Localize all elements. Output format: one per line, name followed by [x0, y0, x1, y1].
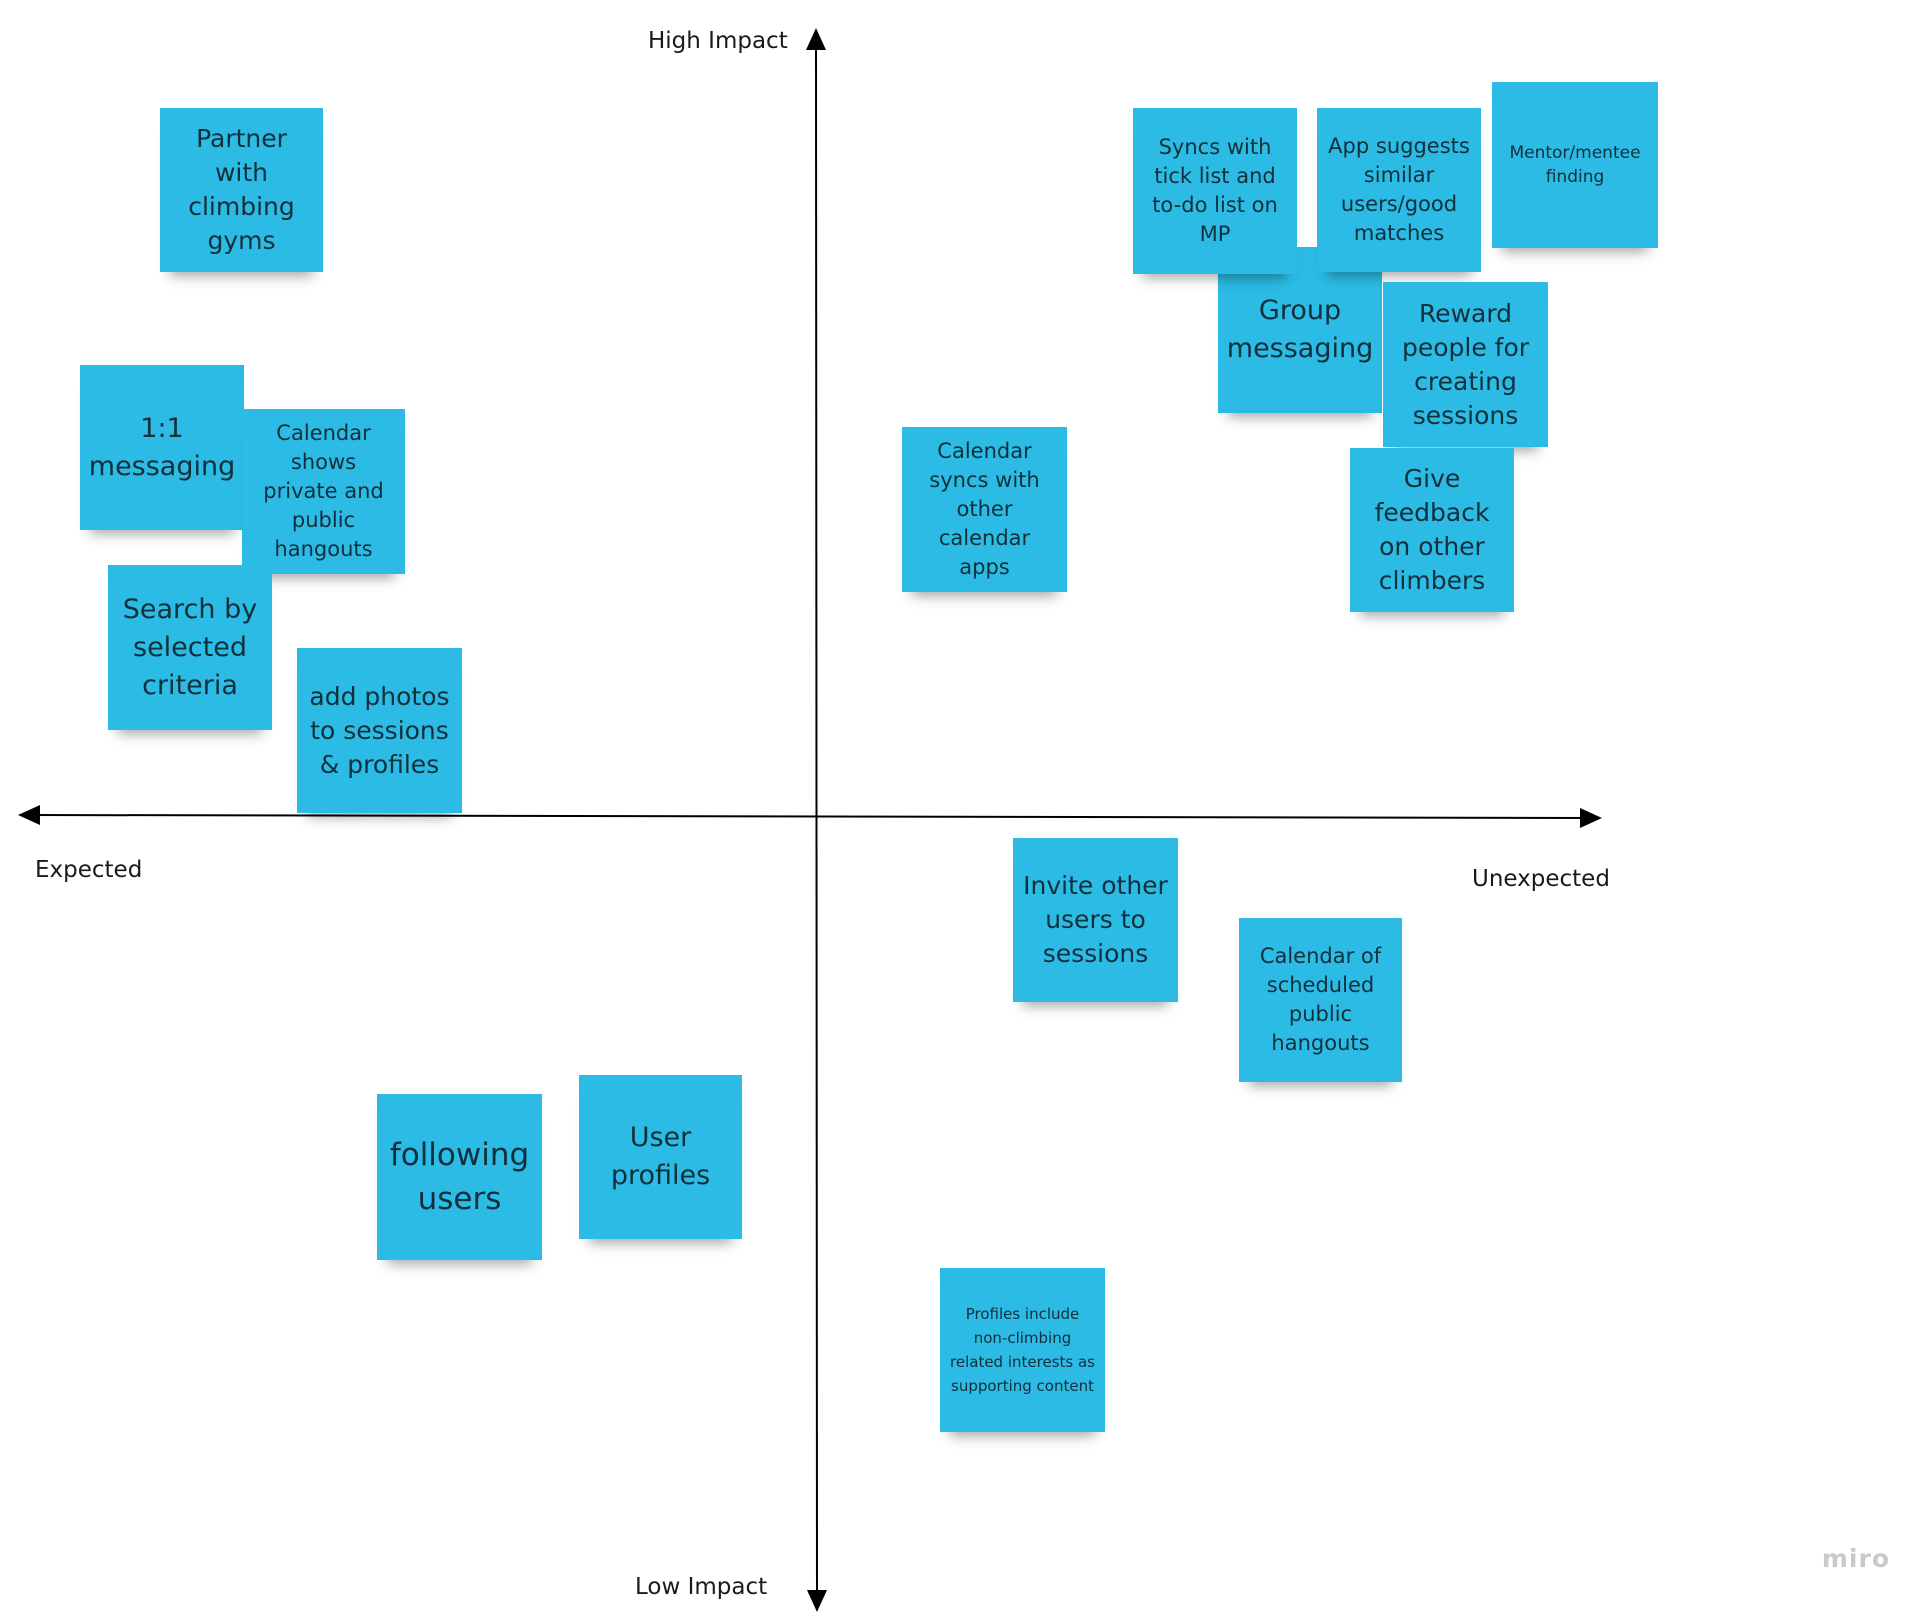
right-arrowhead [1580, 808, 1602, 828]
note-text: Syncs with tick list and to-do list on M… [1152, 135, 1278, 246]
note-text: Calendar syncs with other calendar apps [929, 439, 1040, 579]
axis-label-unexpected: Unexpected [1472, 866, 1610, 892]
note-text: App suggests similar users/good matches [1328, 134, 1470, 245]
sticky-note[interactable]: App suggests similar users/good matches [1317, 108, 1481, 272]
sticky-note[interactable]: following users [377, 1094, 542, 1260]
sticky-note[interactable]: Mentor/mentee finding [1492, 82, 1658, 248]
axis-label-low-impact: Low Impact [635, 1574, 768, 1600]
note-text: add photos to sessions & profiles [309, 681, 450, 779]
note-text: Reward people for creating sessions [1401, 298, 1530, 430]
sticky-note[interactable]: Group messaging [1218, 247, 1382, 413]
note-text: 1:1 messaging [88, 412, 236, 482]
sticky-note[interactable]: Search by selected criteria [108, 565, 272, 730]
vertical-axis [815, 39, 818, 1601]
note-text: User profiles [610, 1122, 711, 1191]
note-text: Calendar shows private and public hangou… [263, 421, 384, 561]
sticky-note[interactable]: Reward people for creating sessions [1383, 282, 1548, 447]
sticky-note[interactable]: 1:1 messaging [80, 365, 244, 530]
note-text: Mentor/mentee finding [1509, 143, 1641, 187]
note-text: following users [389, 1137, 530, 1217]
sticky-note[interactable]: Partner with climbing gyms [160, 108, 323, 272]
note-text: Invite other users to sessions [1023, 871, 1168, 968]
sticky-note[interactable]: Give feedback on other climbers [1350, 448, 1514, 612]
note-text: Profiles include non-climbing related in… [950, 1305, 1095, 1395]
sticky-note[interactable]: Invite other users to sessions [1013, 838, 1178, 1002]
horizontal-axis [29, 814, 1591, 819]
axis-label-expected: Expected [35, 857, 143, 883]
note-text: Give feedback on other climbers [1374, 464, 1490, 595]
sticky-note[interactable]: add photos to sessions & profiles [297, 648, 462, 813]
axis-label-high-impact: High Impact [648, 28, 788, 54]
sticky-note[interactable]: Calendar shows private and public hangou… [242, 409, 405, 574]
left-arrowhead [18, 805, 40, 825]
sticky-note[interactable]: Syncs with tick list and to-do list on M… [1133, 108, 1297, 274]
note-text: Calendar of scheduled public hangouts [1259, 944, 1382, 1055]
miro-logo: miro [1821, 1544, 1890, 1573]
note-text: Partner with climbing gyms [188, 124, 295, 255]
bottom-arrowhead [807, 1590, 827, 1612]
sticky-note[interactable]: Profiles include non-climbing related in… [940, 1268, 1105, 1432]
top-arrowhead [806, 28, 826, 50]
note-text: Search by selected criteria [122, 593, 258, 701]
sticky-note[interactable]: Calendar syncs with other calendar apps [902, 427, 1067, 592]
sticky-note[interactable]: User profiles [579, 1075, 742, 1239]
sticky-note[interactable]: Calendar of scheduled public hangouts [1239, 918, 1402, 1082]
note-text: Group messaging [1226, 295, 1374, 364]
